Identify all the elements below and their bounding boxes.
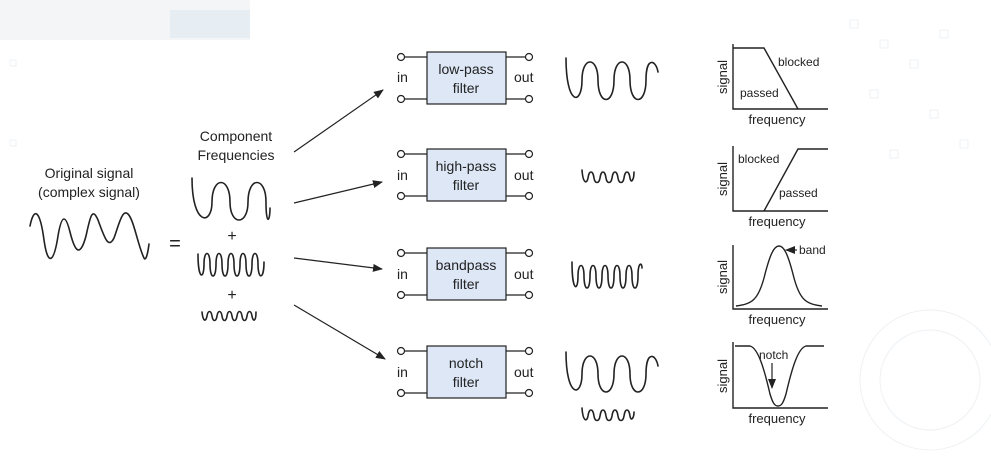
notch-output-wave-high — [581, 407, 635, 422]
lowpass-filter-sublabel: filter — [453, 80, 480, 96]
bandpass-xlabel: frequency — [748, 312, 806, 327]
arrow-to-lowpass — [293, 89, 384, 153]
highpass-in-label: in — [397, 167, 408, 183]
highpass-blocked-label: blocked — [738, 152, 779, 166]
arrow-to-notch — [293, 304, 386, 360]
band-label: band — [799, 243, 826, 257]
original-signal-label: Original signal — [45, 165, 134, 181]
lowpass-response-curve — [733, 47, 799, 110]
lowpass-filter-box — [426, 51, 507, 105]
original-signal-wave — [29, 212, 150, 260]
original-signal-sublabel: (complex signal) — [38, 184, 140, 200]
bandpass-ylabel: signal — [715, 260, 730, 294]
highpass-response-panel: blocked passed signal frequency — [715, 146, 828, 229]
lowpass-in-label: in — [397, 69, 408, 85]
plus-sign-2: + — [227, 287, 236, 304]
highpass-ylabel: signal — [715, 162, 730, 196]
notch-response-panel: notch signal frequency — [715, 342, 828, 426]
notch-filter-box — [426, 345, 507, 399]
bandpass-output-wave — [571, 261, 643, 289]
frequencies-label: Frequencies — [197, 147, 274, 163]
highpass-passed-label: passed — [779, 186, 818, 200]
highpass-response-curve — [763, 148, 828, 212]
arrow-to-bandpass — [293, 257, 383, 272]
notch-xlabel: frequency — [748, 411, 806, 426]
bandpass-response-panel: band signal frequency — [715, 243, 828, 327]
notch-output-wave-low — [565, 351, 659, 393]
bandpass-filter-label: bandpass — [436, 257, 497, 273]
lowpass-blocked-label: blocked — [778, 55, 819, 69]
notch-label: notch — [759, 348, 788, 362]
lowpass-passed-label: passed — [740, 86, 779, 100]
notch-filter-label: notch — [449, 355, 483, 371]
highpass-out-label: out — [514, 167, 534, 183]
lowpass-xlabel: frequency — [748, 112, 806, 127]
lowpass-output-wave — [565, 57, 659, 101]
lowpass-filter-block: low-pass filter in out — [396, 51, 534, 105]
component-wave-high — [201, 310, 257, 322]
component-label: Component — [200, 128, 272, 144]
notch-filter-sublabel: filter — [453, 374, 480, 390]
notch-ylabel: signal — [715, 359, 730, 393]
highpass-xlabel: frequency — [748, 214, 806, 229]
arrow-to-highpass — [293, 180, 383, 204]
lowpass-ylabel: signal — [715, 60, 730, 94]
plus-sign-1: + — [227, 228, 236, 245]
component-wave-mid — [197, 252, 265, 277]
bandpass-filter-sublabel: filter — [453, 276, 480, 292]
notch-in-label: in — [397, 364, 408, 380]
notch-filter-block: notch filter in out — [396, 345, 534, 399]
highpass-filter-block: high-pass filter in out — [396, 148, 534, 202]
component-wave-low — [191, 177, 271, 221]
highpass-filter-box — [426, 148, 507, 202]
lowpass-filter-label: low-pass — [438, 61, 493, 77]
bandpass-response-curve — [735, 245, 823, 307]
bandpass-in-label: in — [397, 266, 408, 282]
equals-sign: = — [169, 233, 181, 255]
notch-out-label: out — [514, 364, 534, 380]
highpass-filter-label: high-pass — [436, 158, 497, 174]
highpass-output-wave — [581, 169, 635, 184]
bandpass-filter-box — [426, 247, 507, 301]
bandpass-filter-block: bandpass filter in out — [396, 247, 534, 301]
lowpass-out-label: out — [514, 69, 534, 85]
lowpass-response-panel: blocked passed signal frequency — [715, 44, 828, 127]
notch-response-curve — [735, 345, 824, 407]
bandpass-out-label: out — [514, 266, 534, 282]
highpass-filter-sublabel: filter — [453, 177, 480, 193]
